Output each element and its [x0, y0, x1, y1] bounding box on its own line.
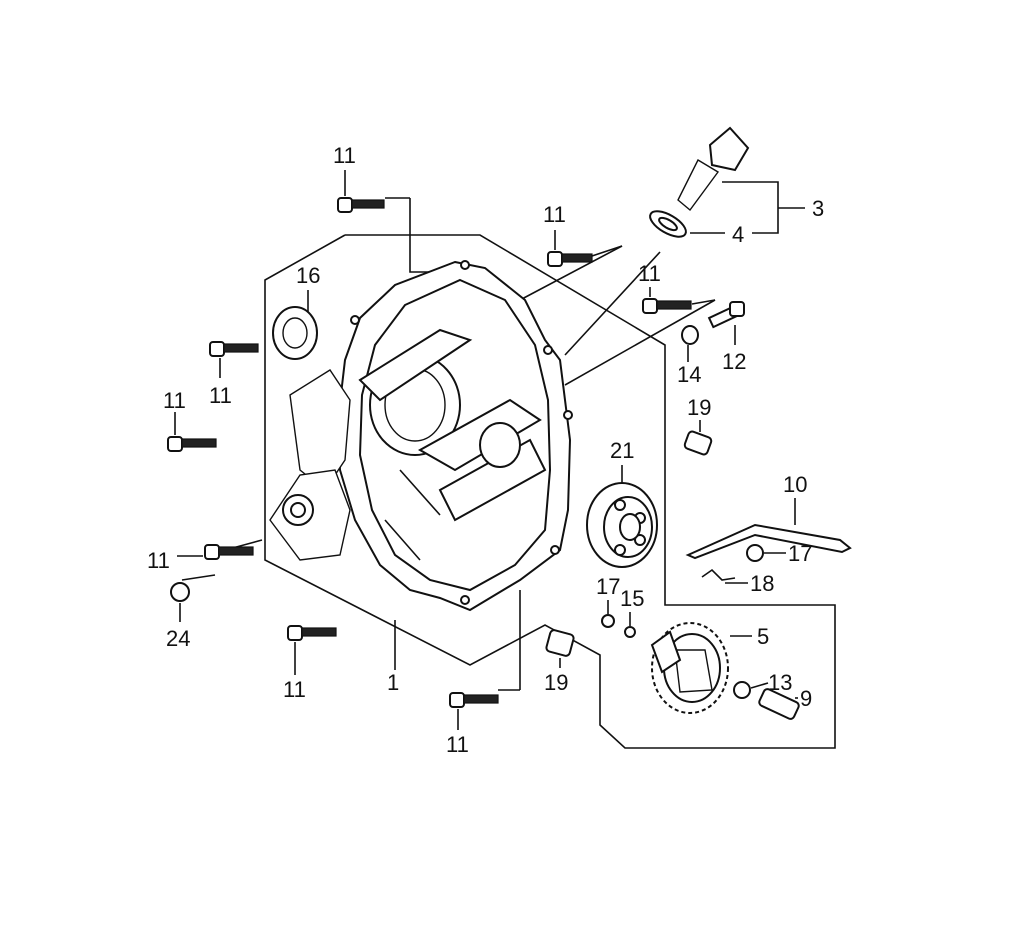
- callout-19-upper: 19: [687, 395, 711, 420]
- oil-filler-cap: [649, 126, 805, 238]
- callout-11-bottom-left: 11: [283, 677, 306, 702]
- callout-17-lower: 17: [596, 574, 620, 599]
- bolt-left-upper: [209, 341, 259, 378]
- governor-arm: [685, 498, 852, 584]
- callout-11-left-upper: 11: [209, 383, 232, 408]
- callout-15: 15: [620, 586, 644, 611]
- callout-12: 12: [722, 349, 746, 374]
- callout-11-bottom-mid: 11: [446, 732, 469, 757]
- callout-21: 21: [610, 438, 634, 463]
- callout-4: 4: [732, 222, 744, 247]
- callout-17-arm: 17: [788, 541, 812, 566]
- callout-19-lower: 19: [544, 670, 568, 695]
- bolt-top: [337, 170, 410, 213]
- crankcase-cover: [269, 260, 573, 612]
- flange-bolts: [167, 170, 716, 730]
- callout-11-upper-right: 11: [638, 261, 661, 286]
- callout-labels: 1 3 4 5 9 10 11 11 11 11 11 11 11 11 12 …: [147, 143, 824, 757]
- ball-bearing: [586, 465, 658, 568]
- callout-3: 3: [812, 196, 824, 221]
- callout-1: 1: [387, 670, 399, 695]
- callout-16: 16: [296, 263, 320, 288]
- callout-18: 18: [750, 571, 774, 596]
- bolt-left-mid: [167, 412, 217, 452]
- callout-11-top: 11: [333, 143, 356, 168]
- callout-10: 10: [783, 472, 807, 497]
- callout-11-left-lower: 11: [147, 548, 170, 573]
- callout-14: 14: [677, 362, 701, 387]
- callout-9: 9: [800, 686, 812, 711]
- small-parts: [170, 301, 800, 720]
- bolt-left-lower: [177, 544, 254, 560]
- callout-24: 24: [166, 626, 190, 651]
- bolt-bottom-left: [287, 625, 337, 675]
- assembly-outline: [217, 198, 836, 749]
- bolt-upper-right: [642, 287, 716, 314]
- callout-13: 13: [768, 670, 792, 695]
- callout-5: 5: [757, 624, 769, 649]
- bolt-bottom-mid: [449, 689, 520, 730]
- governor-gear: [650, 622, 752, 714]
- bolt-upper-mid: [547, 230, 623, 267]
- oil-seal: [272, 290, 318, 360]
- callout-11-upper-mid: 11: [543, 202, 566, 227]
- callout-11-left-mid: 11: [163, 388, 186, 413]
